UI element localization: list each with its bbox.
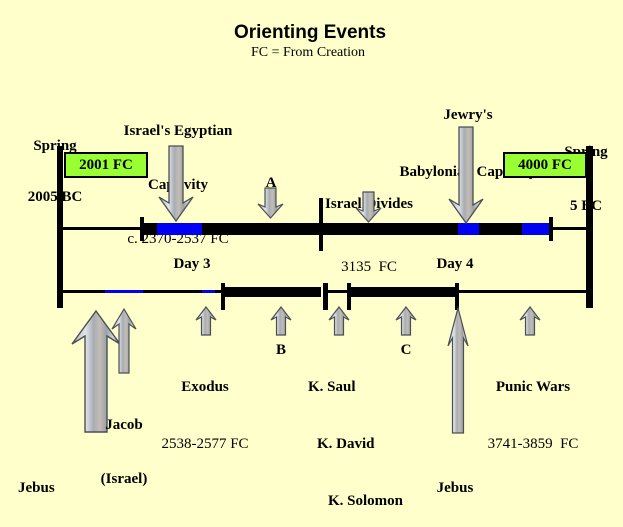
- lower-timeline-thin-mid: [328, 290, 351, 293]
- upper-timeline-thick-bar: [144, 223, 549, 235]
- lower-tick-2: [323, 283, 328, 310]
- lower-blue-segment-1: [105, 290, 143, 293]
- label-kings: K. Saul K. David K. Solomon 3021-3134 FC: [308, 379, 404, 509]
- lower-thick-bar-2: [351, 287, 456, 297]
- upper-blue-segment-babylonian: [458, 223, 479, 235]
- label-jacob: Jacob (Israel) 2168-2315 FC: [80, 417, 167, 527]
- upper-timeline-left-tick: [140, 217, 144, 241]
- upper-cross-tick-top: [319, 198, 323, 223]
- upper-timeline-right-tick: [549, 217, 553, 241]
- label-spring-2005bc: Spring 2005 BC: [27, 138, 83, 205]
- page-title: Orienting Events: [233, 22, 387, 43]
- c-up-arrow-icon: [395, 306, 417, 336]
- label-israel-divides: Israel Divides 3135 FC: [325, 196, 413, 275]
- upper-blue-segment-egyptian: [157, 223, 202, 235]
- a-down-arrow-icon: [257, 187, 284, 219]
- lower-timeline-thin-right: [459, 290, 586, 293]
- lower-timeline-thin-left: [63, 290, 223, 293]
- punic-wars-up-arrow-icon: [519, 306, 541, 336]
- page-subtitle: FC = From Creation: [250, 45, 366, 60]
- upper-timeline-thin-right: [553, 227, 586, 230]
- label-a: A: [265, 175, 277, 191]
- upper-cross-tick-bottom: [319, 235, 323, 251]
- range-box-2001fc: 2001 FC: [64, 152, 148, 178]
- lower-tick-1: [221, 283, 225, 310]
- label-jebus-founded: Jebus Founded Before 2000 FC: [18, 480, 55, 496]
- lower-thick-bar-1: [225, 287, 321, 297]
- jacob-up-arrow-icon: [111, 307, 137, 374]
- upper-timeline-thin-left: [63, 227, 140, 230]
- b-up-arrow-icon: [270, 306, 292, 336]
- kings-up-arrow-icon: [328, 306, 350, 336]
- exodus-up-arrow-icon: [195, 306, 217, 336]
- range-box-4000fc: 4000 FC: [503, 152, 587, 178]
- jebus-destruction-up-arrow-icon: [447, 305, 469, 434]
- lower-blue-segment-2: [202, 290, 215, 293]
- israel-divides-down-arrow-icon: [355, 191, 382, 223]
- jebus-founded-up-arrow-icon: [71, 309, 121, 433]
- babylonian-captivity-down-arrow-icon: [448, 126, 484, 225]
- right-axis-bar: [586, 146, 593, 308]
- label-b: B: [275, 342, 287, 358]
- label-c: C: [400, 342, 412, 358]
- left-axis-bar: [57, 146, 63, 308]
- lower-tick-4: [455, 283, 459, 310]
- label-punic-wars: Punic Wars 3741-3859 FC: [487, 379, 579, 452]
- label-exodus: Exodus 2538-2577 FC: [161, 379, 249, 452]
- upper-blue-segment-3: [522, 223, 549, 235]
- label-day-4: Day 4: [436, 256, 474, 272]
- label-jebus-destroyed: Jebus (PreExilic Jerusalem) Destruction …: [436, 480, 474, 496]
- egyptian-captivity-down-arrow-icon: [158, 145, 194, 223]
- lower-tick-3: [347, 283, 351, 310]
- label-day-3: Day 3: [173, 256, 211, 272]
